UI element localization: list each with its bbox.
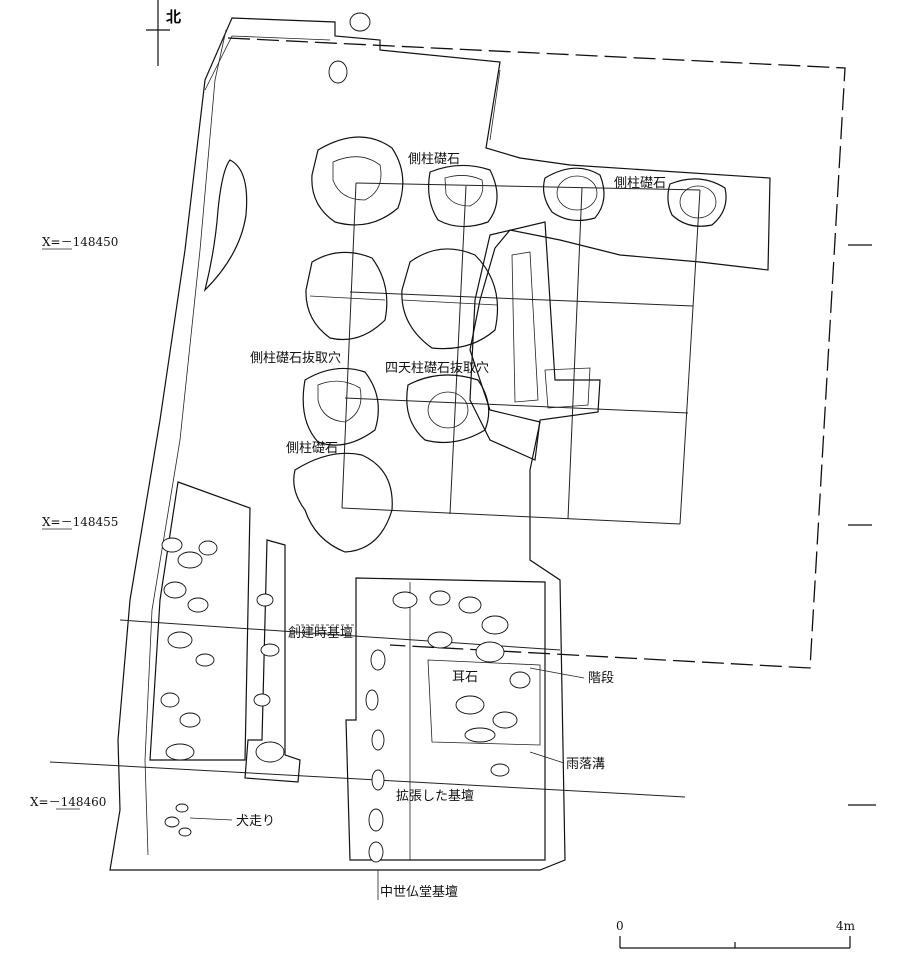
north-arrow: 北: [146, 0, 181, 66]
coord-x-148460: X=－148460: [30, 795, 106, 809]
scale-start: 0: [616, 919, 624, 933]
west-pit: [203, 159, 248, 292]
label-stairs: 階段: [588, 671, 614, 686]
label-rain-gutter: 雨落溝: [566, 757, 605, 772]
west-strips: [149, 481, 546, 861]
label-side-pillar-base-1: 側柱礎石: [408, 152, 460, 167]
coordinate-ticks: [848, 244, 876, 806]
excavation-limit-dashed: [227, 37, 846, 669]
scale-bar: 0 4m: [616, 919, 856, 949]
pillar-pits: [293, 136, 727, 553]
label-four-pillar-base-removal: 四天柱礎石抜取穴: [385, 360, 489, 376]
coordinate-labels: X=－148450 X=－148455 X=－148460: [30, 235, 118, 810]
label-edge-stone: 耳石: [452, 670, 478, 685]
label-side-pillar-base-removal: 側柱礎石抜取穴: [250, 350, 341, 366]
label-expanded-platform: 拡張した基壇: [396, 788, 474, 804]
north-label: 北: [166, 8, 181, 26]
coord-x-148450: X=－148450: [42, 235, 118, 249]
label-original-platform: 創建時基壇: [288, 625, 353, 641]
excavation-boundary: [109, 17, 771, 871]
coord-x-148455: X=－148455: [42, 515, 118, 529]
label-side-pillar-base-2: 側柱礎石: [614, 176, 666, 191]
stones: [160, 12, 531, 863]
east-trench: [469, 221, 601, 461]
label-medieval-hall-platform: 中世仏堂基壇: [380, 884, 458, 900]
label-side-pillar-base-3: 側柱礎石: [286, 441, 338, 456]
feature-labels: 側柱礎石 側柱礎石 側柱礎石抜取穴 四天柱礎石抜取穴 側柱礎石 創建時基壇 耳石…: [189, 152, 666, 900]
label-inubashiri: 犬走り: [236, 814, 275, 829]
scale-end: 4m: [836, 919, 856, 933]
